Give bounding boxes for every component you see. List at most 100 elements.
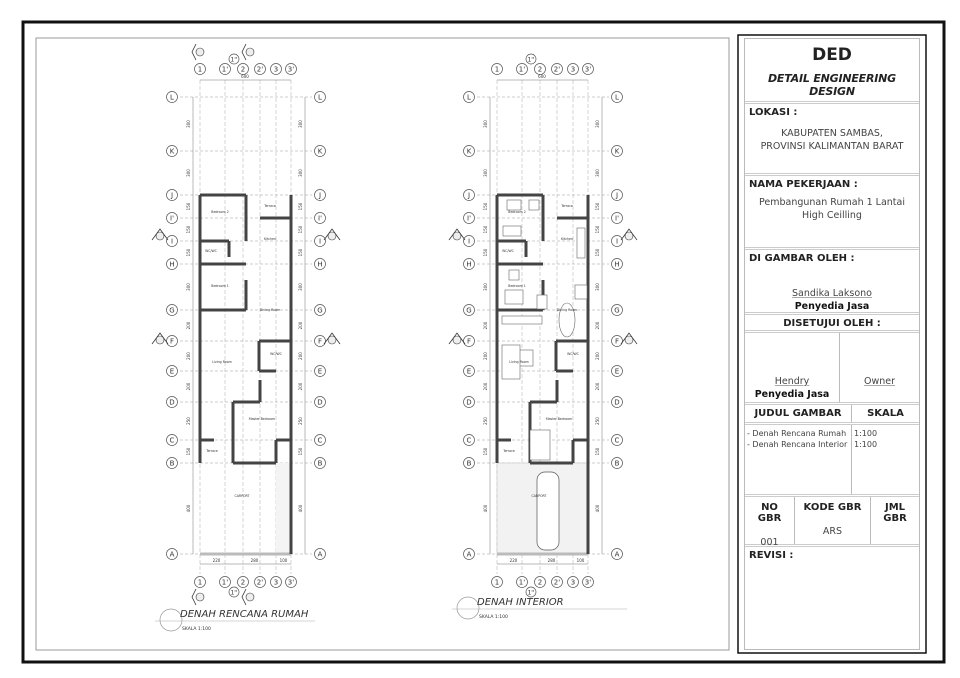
room-label: Kitchen — [264, 237, 276, 241]
room-label: Terrace — [205, 449, 218, 453]
row-dimension: 250 — [483, 417, 488, 425]
grid-label-row: A — [615, 551, 620, 559]
section-marker-icon — [620, 228, 638, 241]
drawing-code: DED — [812, 45, 852, 65]
grid-bubble — [254, 576, 266, 588]
row-dimension: 150 — [595, 225, 600, 233]
row-dimension: 150 — [298, 248, 303, 256]
grid-label-column: 2' — [554, 579, 560, 587]
row-dimension: 150 — [186, 248, 191, 256]
section-marker-icon — [327, 231, 337, 241]
grid-label-row: J — [318, 192, 321, 200]
grid-bubble — [314, 258, 326, 270]
row-dimension: 300 — [298, 120, 303, 128]
grid-bubble — [611, 145, 623, 157]
grid-bubble — [166, 91, 178, 103]
grid-label-row: L — [318, 94, 322, 102]
section-marker-icon — [195, 47, 205, 57]
no-gbr-label: NO GBR — [757, 502, 782, 524]
grid-bubble — [166, 235, 178, 247]
grid-bubble — [611, 548, 623, 560]
disetujui-label: DISETUJUI OLEH : — [783, 318, 881, 329]
grid-label-column-mid: 1'' — [230, 57, 237, 64]
grid-label-column: 3 — [274, 66, 278, 74]
section-marker-icon — [155, 335, 165, 345]
grid-label-row: G — [466, 307, 471, 315]
grid-label-column: 2' — [257, 579, 263, 587]
bottom-dimension: 220 — [213, 558, 221, 563]
grid-bubble — [463, 396, 475, 408]
skala-item: 1:100 — [854, 429, 878, 438]
furniture-icon — [508, 269, 520, 281]
grid-bubble — [166, 258, 178, 270]
pekerjaan-line2: High Ceilling — [802, 210, 862, 221]
grid-label-row: C — [467, 437, 472, 445]
row-dimension: 150 — [595, 447, 600, 455]
drawing-frame — [35, 37, 730, 651]
row-dimension: 300 — [595, 120, 600, 128]
approver-name: Hendry — [774, 376, 810, 387]
row-dimension: 200 — [298, 321, 303, 329]
row-dimension: 300 — [595, 283, 600, 291]
row-dimension: 200 — [186, 352, 191, 360]
room-label: CARPORT — [235, 494, 250, 498]
grid-bubble — [166, 434, 178, 446]
grid-label-row: H — [614, 261, 619, 269]
grid-bubble — [270, 63, 282, 75]
grid-bubble — [228, 53, 240, 65]
section-marker-icon — [245, 47, 255, 57]
judul-section: - Denah Rencana Rumah - Denah Rencana In… — [745, 425, 919, 497]
room-label: Dining Room — [557, 308, 577, 312]
row-dimension: 150 — [298, 447, 303, 455]
grid-bubble — [314, 189, 326, 201]
car-icon — [536, 471, 560, 551]
row-dimension: 300 — [595, 169, 600, 177]
grid-bubble — [166, 396, 178, 408]
title-circle-icon — [456, 596, 480, 620]
row-dimension: 150 — [186, 447, 191, 455]
row-dimension: 400 — [298, 504, 303, 512]
grid-bubble — [228, 586, 240, 598]
title-circle-icon — [159, 608, 183, 632]
section-marker-icon — [241, 43, 247, 61]
section-marker-icon — [448, 228, 466, 241]
grid-bubble — [582, 576, 594, 588]
grid-label-row: B — [467, 460, 472, 468]
grid-label-row: C — [318, 437, 323, 445]
grid-label-row: A — [318, 551, 323, 559]
grid-bubble — [166, 189, 178, 201]
grid-label-column: 3 — [274, 579, 278, 587]
grid-label-row: E — [467, 368, 471, 376]
grid-bubble — [314, 457, 326, 469]
row-dimension: 200 — [483, 321, 488, 329]
grid-label-row: K — [615, 148, 620, 156]
grid-bubble — [611, 396, 623, 408]
skala-item: 1:100 — [854, 440, 878, 449]
grid-label-row: E — [170, 368, 174, 376]
section-marker-icon — [323, 332, 341, 345]
grid-bubble — [166, 304, 178, 316]
no-gbr-value: 001 — [760, 537, 779, 548]
room-label: WC/WC — [205, 249, 218, 253]
row-dimension: 400 — [186, 504, 191, 512]
section-marker-icon — [191, 43, 197, 61]
grid-bubble — [219, 576, 231, 588]
digambar-section: DI GAMBAR OLEH : Sandika Laksono Penyedi… — [745, 250, 919, 315]
grid-bubble — [611, 91, 623, 103]
room-label: Living Room — [509, 360, 529, 364]
grid-label-row: F — [615, 338, 619, 346]
grid-label-column: 3' — [585, 579, 591, 587]
grid-bubble — [166, 365, 178, 377]
grid-bubble — [611, 365, 623, 377]
top-dimension: 600 — [538, 74, 546, 79]
grid-bubble — [611, 235, 623, 247]
grid-bubble — [516, 63, 528, 75]
section-marker-icon — [624, 335, 634, 345]
grid-bubble — [463, 434, 475, 446]
section-marker-icon — [620, 332, 638, 345]
grid-label-row: I — [616, 238, 618, 246]
row-dimension: 300 — [186, 169, 191, 177]
section-marker-icon — [323, 228, 341, 241]
